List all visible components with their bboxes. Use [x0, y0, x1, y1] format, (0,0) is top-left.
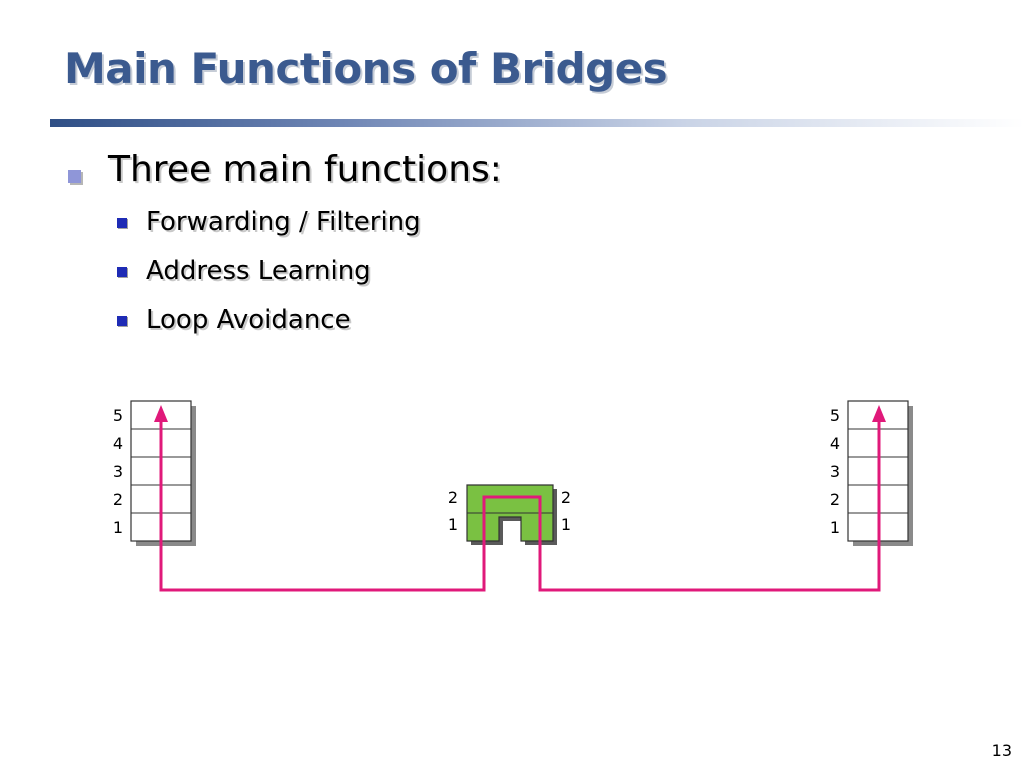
sub-bullet-text: Address Learning: [146, 256, 371, 286]
upward-arrow-icon: [872, 405, 886, 422]
page-number: 13: [991, 741, 1012, 760]
layer-label-5: 5: [830, 406, 840, 425]
data-path-line: [159, 410, 881, 592]
sub-bullet-text: Forwarding / Filtering: [146, 207, 421, 237]
sub-bullet-loop: Loop Avoidance: [117, 296, 502, 345]
bridge-label-2-left: 2: [448, 488, 458, 507]
bridge-label-1-right: 1: [561, 515, 571, 534]
square-bullet-icon: [117, 316, 127, 326]
bridge-label-1-left: 1: [448, 515, 458, 534]
layer-label-4: 4: [830, 434, 840, 453]
layer-label-2: 2: [830, 490, 840, 509]
layer-label-4: 4: [113, 434, 123, 453]
slide-title: Main Functions of Bridges: [64, 44, 668, 93]
left-protocol-stack: 5 4 3 2 1: [113, 400, 196, 546]
bullet-main-text: Three main functions:: [108, 149, 502, 190]
sub-bullet-text: Loop Avoidance: [146, 305, 351, 335]
square-bullet-icon: [68, 170, 81, 183]
layer-label-3: 3: [830, 462, 840, 481]
layer-label-1: 1: [113, 518, 123, 537]
layer-label-2: 2: [113, 490, 123, 509]
sub-bullet-forwarding: Forwarding / Filtering: [117, 198, 502, 247]
layer-label-3: 3: [113, 462, 123, 481]
sub-bullet-group: Forwarding / Filtering Address Learning …: [60, 198, 502, 345]
upward-arrow-icon: [154, 405, 168, 422]
bridge-device: 2 1 2 1: [448, 484, 571, 545]
title-divider: [50, 119, 1024, 127]
sub-bullet-list: Forwarding / Filtering Address Learning …: [60, 198, 502, 345]
layer-label-1: 1: [830, 518, 840, 537]
bridge-label-2-right: 2: [561, 488, 571, 507]
square-bullet-icon: [117, 218, 127, 228]
square-bullet-icon: [117, 267, 127, 277]
layer-label-5: 5: [113, 406, 123, 425]
bullet-list: Three main functions: Forwarding / Filte…: [60, 142, 502, 345]
right-protocol-stack: 5 4 3 2 1: [830, 400, 913, 546]
sub-bullet-learning: Address Learning: [117, 247, 502, 296]
bullet-main: Three main functions:: [60, 142, 502, 198]
